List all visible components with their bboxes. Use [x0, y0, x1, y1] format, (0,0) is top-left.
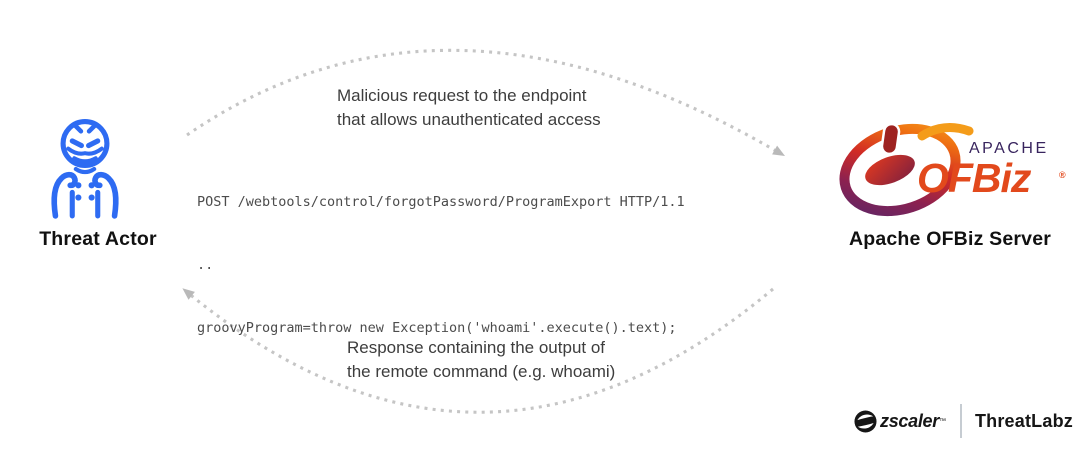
response-arrowhead-icon [182, 288, 195, 300]
request-caption-line2: that allows unauthenticated access [337, 110, 601, 129]
ofbiz-logo-swirl-icon [839, 122, 974, 217]
zscaler-wordmark: zscaler [880, 410, 939, 431]
request-code-block: POST /webtools/control/forgotPassword/Pr… [197, 150, 685, 381]
request-caption: Malicious request to the endpoint that a… [337, 84, 601, 132]
branding-divider [959, 404, 962, 438]
ofbiz-registered-mark: ® [1059, 170, 1066, 180]
zscaler-trademark: ™ [938, 417, 946, 425]
threat-actor-label: Threat Actor [39, 228, 157, 250]
request-arrowhead-icon [772, 145, 785, 156]
code-line-ellipsis: .. [197, 257, 214, 273]
threat-actor-icon [51, 119, 119, 219]
request-caption-line1: Malicious request to the endpoint [337, 86, 587, 105]
code-line-groovy: groovyProgram=throw new Exception('whoam… [197, 320, 677, 336]
zscaler-logo-icon [854, 409, 877, 433]
code-line-post: POST /webtools/control/forgotPassword/Pr… [197, 194, 685, 210]
ofbiz-server-label: Apache OFBiz Server [848, 228, 1052, 250]
response-caption: Response containing the output of the re… [347, 336, 615, 384]
branding-lockup: zscaler ™ ThreatLabz [854, 402, 1073, 440]
ofbiz-logo-apache-text: APACHE [969, 140, 1049, 157]
threatlabz-wordmark: ThreatLabz [974, 410, 1073, 431]
response-caption-line2: the remote command (e.g. whoami) [347, 362, 616, 381]
response-caption-line1: Response containing the output of [347, 338, 606, 357]
ofbiz-logo-wordmark: OFBiz [917, 155, 1031, 201]
